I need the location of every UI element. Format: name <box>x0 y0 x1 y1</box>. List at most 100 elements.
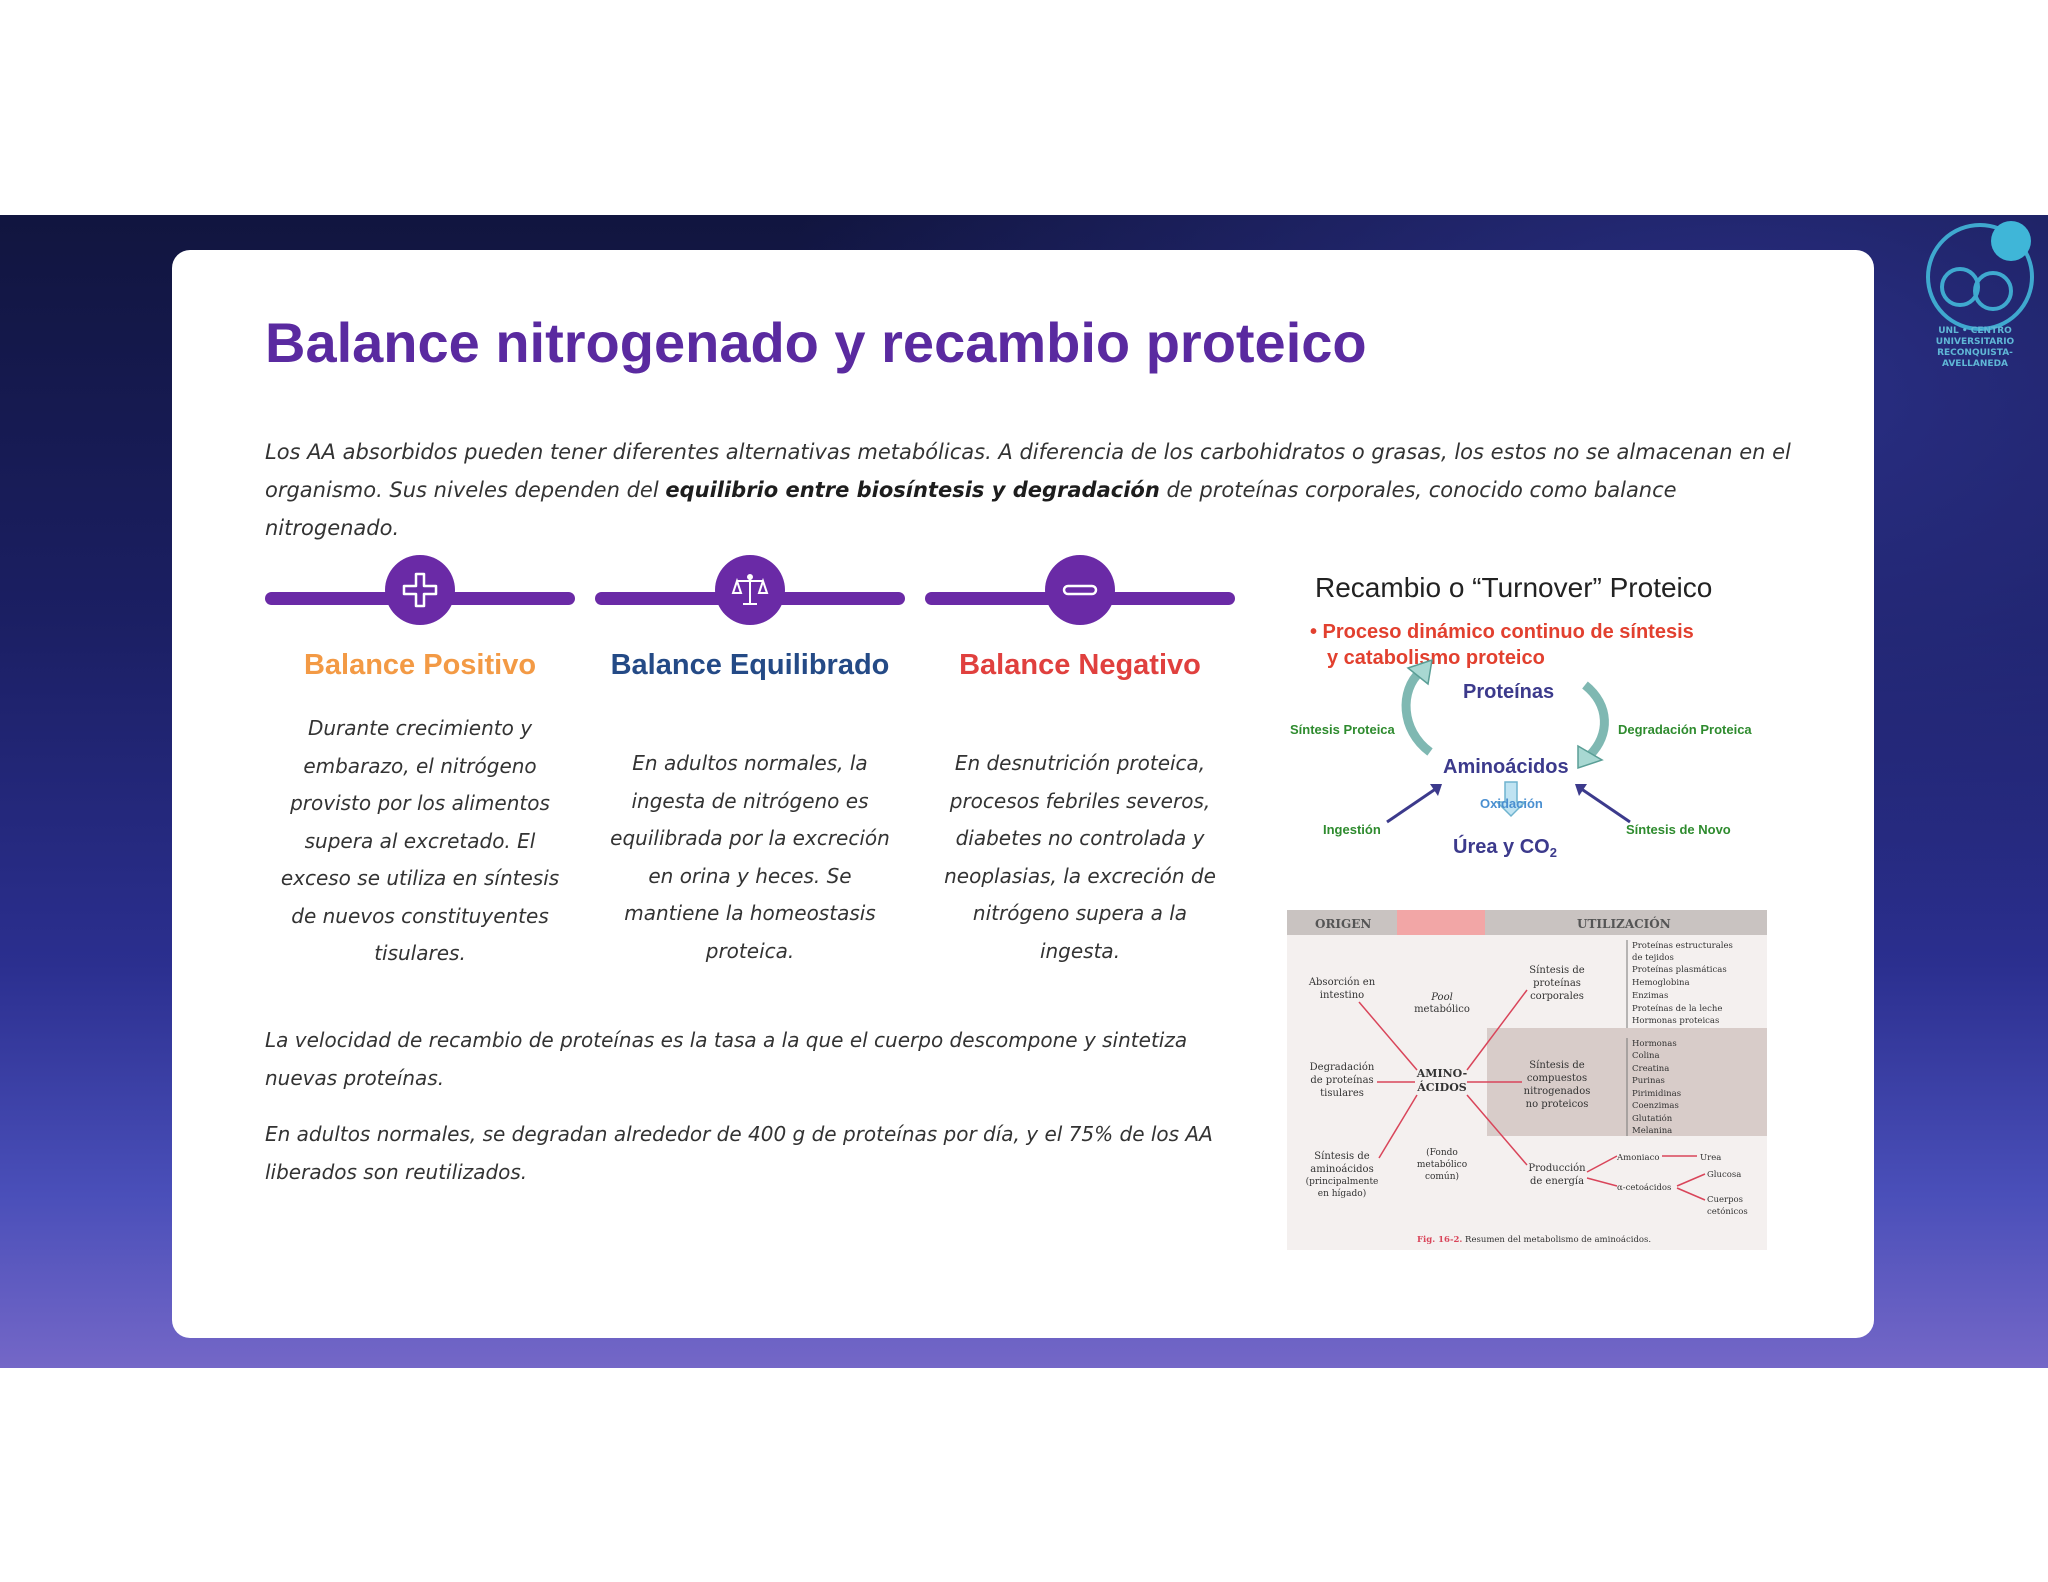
amoniaco-label: Amoniaco <box>1616 1153 1659 1163</box>
balance-equilibrium-column: Balance Equilibrado En adultos normales,… <box>595 555 905 975</box>
urea-text: Úrea y CO <box>1453 834 1550 858</box>
oxidation-arrow-icon <box>1495 781 1527 818</box>
list2-2: Creatina <box>1632 1064 1669 1074</box>
list1-6: Hormonas proteicas <box>1632 1016 1719 1026</box>
aminoacidos-label: Aminoácidos <box>1443 756 1569 778</box>
positive-text: Durante crecimiento y embarazo, el nitró… <box>280 716 560 965</box>
sintesis-novo-label: Síntesis de Novo <box>1626 822 1731 837</box>
caption-fig: Fig. 16-2. <box>1417 1235 1462 1245</box>
deg-2: de proteínas <box>1310 1075 1373 1086</box>
negative-heading: Balance Negativo <box>959 649 1201 681</box>
origen-header: ORIGEN <box>1315 917 1371 931</box>
logo-caption: UNL • CENTRO UNIVERSITARIO RECONQUISTA-A… <box>1905 326 2045 370</box>
unl-logo-icon <box>1926 221 2034 331</box>
caption-text: Resumen del metabolismo de aminoácidos. <box>1462 1234 1651 1245</box>
metabolism-figure: ORIGEN UTILIZACIÓN Absorción en intestin… <box>1287 910 1767 1250</box>
turnover-diagram: Recambio o “Turnover” Proteico • Proceso… <box>1290 572 1752 860</box>
sc-4: no proteicos <box>1526 1099 1589 1110</box>
deg-3: tisulares <box>1320 1088 1364 1099</box>
page-title: Balance nitrogenado y recambio proteico <box>265 311 1367 374</box>
intro-paragraph: Los AA absorbidos pueden tener diferente… <box>265 433 1795 547</box>
list2-5: Coenzimas <box>1632 1101 1679 1111</box>
intro-bold: equilibrio entre biosíntesis y degradaci… <box>665 478 1160 502</box>
minus-icon <box>1062 584 1098 596</box>
pe-1: Producción <box>1528 1163 1586 1174</box>
list2-7: Melanina <box>1632 1126 1672 1136</box>
degradation-arrow-icon <box>1582 681 1609 759</box>
fondo-1: (Fondo <box>1426 1147 1458 1158</box>
plus-icon <box>402 572 438 608</box>
positive-badge <box>385 555 455 625</box>
turnover-bullet-2: y catabolismo proteico <box>1327 647 1545 669</box>
pool-2: metabólico <box>1414 1004 1470 1015</box>
intro-text-1: Los AA absorbidos pueden tener diferente… <box>265 440 1791 502</box>
ceto-label: α-cetoácidos <box>1617 1182 1671 1193</box>
degradacion-proteica-label: Degradación Proteica <box>1618 722 1752 737</box>
synthesis-arrow-icon <box>1401 668 1433 756</box>
amino-1: AMINO- <box>1416 1067 1467 1080</box>
list1-5: Proteínas de la leche <box>1632 1003 1722 1014</box>
abs-1: Absorción en <box>1308 977 1376 988</box>
sc-2: compuestos <box>1527 1073 1587 1084</box>
pe-2: de energía <box>1530 1176 1584 1187</box>
scale-icon <box>731 574 769 605</box>
sin-1: Síntesis de <box>1314 1151 1369 1162</box>
list1-1: de tejidos <box>1632 953 1674 963</box>
pathway-lines <box>1358 989 1706 1201</box>
glucosa-label: Glucosa <box>1707 1170 1741 1180</box>
list1-4: Enzimas <box>1632 991 1668 1001</box>
urea-fig-label: Urea <box>1700 1153 1721 1163</box>
sin-4: en hígado) <box>1318 1188 1366 1199</box>
cuerpos-2: cetónicos <box>1707 1206 1748 1217</box>
abs-2: intestino <box>1320 990 1364 1001</box>
equilibrium-text: En adultos normales, la ingesta de nitró… <box>610 751 890 963</box>
intro-text-2: de proteínas corporales, conocido como b… <box>265 478 1677 540</box>
equilibrium-badge <box>715 555 785 625</box>
fondo-3: común) <box>1425 1171 1459 1182</box>
negative-badge <box>1045 555 1115 625</box>
list2-6: Glutatión <box>1632 1113 1673 1124</box>
list2-1: Colina <box>1632 1051 1660 1061</box>
balance-positive-column: Balance Positivo Durante crecimiento y e… <box>265 555 575 975</box>
urea-co2-label: Úrea y CO2 <box>1453 834 1557 860</box>
pool-1: Pool <box>1430 992 1453 1003</box>
turnover-title: Recambio o “Turnover” Proteico <box>1315 572 1712 603</box>
proteinas-label: Proteínas <box>1463 681 1554 703</box>
denovo-arrow-icon <box>1579 786 1631 824</box>
negative-text: En desnutrición proteica, procesos febri… <box>944 751 1216 963</box>
ingestion-arrowhead-icon <box>1430 784 1442 796</box>
list2-3: Purinas <box>1632 1076 1665 1086</box>
sc-3: nitrogenados <box>1524 1086 1591 1097</box>
logo-line-1: UNL • CENTRO UNIVERSITARIO <box>1935 326 2015 347</box>
balance-negative-column: Balance Negativo En desnutrición proteic… <box>925 555 1235 975</box>
sintesis-proteica-label: Síntesis Proteica <box>1290 722 1396 737</box>
list2-4: Pirimidinas <box>1632 1089 1681 1099</box>
ingestion-label: Ingestión <box>1323 822 1381 837</box>
degradation-paragraph: En adultos normales, se degradan alreded… <box>265 1122 1213 1184</box>
utilizacion-header: UTILIZACIÓN <box>1577 915 1671 931</box>
amino-2: ÁCIDOS <box>1416 1080 1467 1094</box>
logo-line-2: RECONQUISTA-AVELLANEDA <box>1937 348 2013 369</box>
cuerpos-1: Cuerpos <box>1707 1195 1743 1205</box>
fondo-2: metabólico <box>1417 1159 1467 1170</box>
equilibrium-heading: Balance Equilibrado <box>610 649 890 681</box>
urea-subscript: 2 <box>1550 845 1557 860</box>
positive-heading: Balance Positivo <box>303 649 537 681</box>
deg-1: Degradación <box>1310 1062 1375 1073</box>
denovo-arrowhead-icon <box>1575 784 1587 796</box>
list2-0: Hormonas <box>1632 1039 1677 1049</box>
list1-0: Proteínas estructurales <box>1632 940 1733 951</box>
sp-3: corporales <box>1530 991 1584 1002</box>
sin-2: aminoácidos <box>1310 1164 1373 1175</box>
header-pool-cell <box>1397 910 1485 935</box>
synthesis-arrowhead-icon <box>1406 658 1433 686</box>
ingestion-arrow-icon <box>1386 786 1438 824</box>
figure-caption: Fig. 16-2. Resumen del metabolismo de am… <box>1417 1234 1651 1245</box>
sin-3: (principalmente <box>1306 1176 1379 1187</box>
degradation-arrowhead-icon <box>1577 744 1604 770</box>
list1-2: Proteínas plasmáticas <box>1632 964 1727 975</box>
turnover-rate-paragraph: La velocidad de recambio de proteínas es… <box>265 1028 1188 1090</box>
oxidacion-label: Oxidación <box>1480 796 1543 811</box>
list1-3: Hemoglobina <box>1632 978 1690 988</box>
header-bar <box>1287 910 1767 935</box>
